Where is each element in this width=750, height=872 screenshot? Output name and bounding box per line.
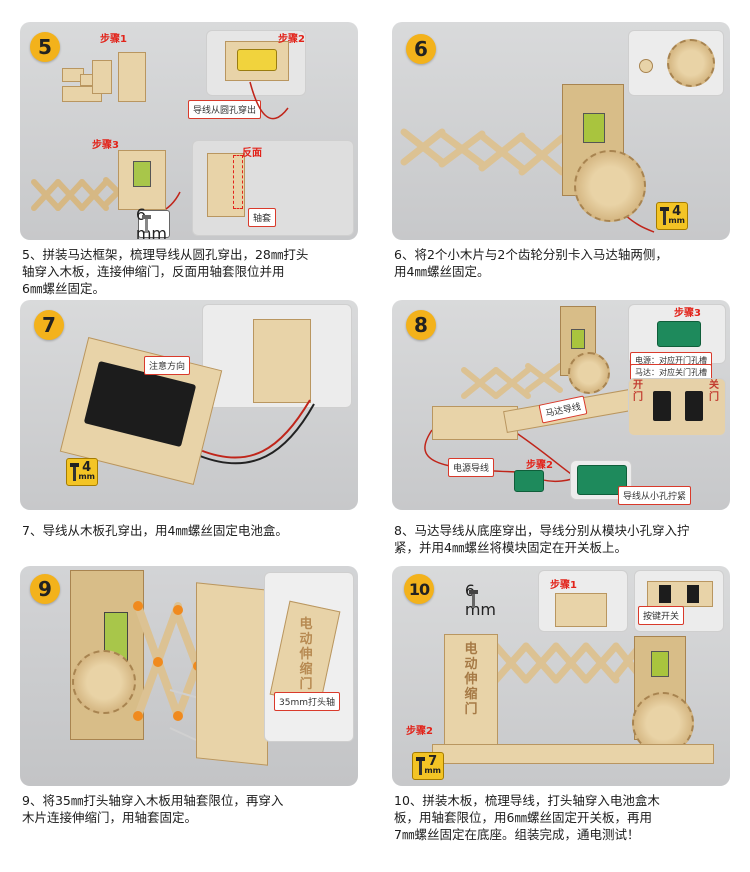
step7-direction-label: 注意方向 <box>144 356 191 375</box>
step7-board-inset <box>202 304 352 408</box>
step9-number-badge: 9 <box>30 574 60 604</box>
wood-part <box>118 52 146 102</box>
screw-icon <box>70 463 79 481</box>
step5-step1-label: 步骤1 <box>100 34 127 45</box>
step8-open-text: 开门 <box>633 380 643 403</box>
engraved-pillar <box>444 634 498 752</box>
motor-window <box>583 113 605 143</box>
step10-lattice <box>492 642 644 684</box>
gear-wheel <box>632 692 694 754</box>
step10-step1-label: 步骤1 <box>550 580 577 591</box>
board-part <box>253 319 311 403</box>
module-board <box>657 321 701 347</box>
step10-switch-label: 按键开关 <box>638 606 685 625</box>
switch-button <box>653 391 671 421</box>
motor-frame-front <box>118 150 166 210</box>
step7-wires <box>199 399 315 465</box>
gear-wheel <box>574 150 646 222</box>
step5-back-label: 反面 <box>242 148 262 159</box>
step9-board-inset: 电动伸缩门 <box>264 572 354 742</box>
step8-step2-label: 步骤2 <box>526 460 553 471</box>
step6-lattice <box>400 128 655 233</box>
step5-screw-value: 6 <box>135 205 147 224</box>
step8-panel: 8 马达导线 步骤3 电源：对应开门孔槽 马达：对应关门孔槽 开门 关门 电源导… <box>392 300 730 510</box>
step6-screw-unit: mm <box>668 216 685 225</box>
screw-icon <box>142 215 151 233</box>
step8-switch-inset <box>628 378 726 436</box>
step8-lattice <box>424 363 589 483</box>
step7-screw-unit: mm <box>78 472 95 481</box>
terminal-module <box>514 470 544 492</box>
step5-panel: 5 步骤1 步骤2 导线从圆孔穿出 步骤3 反面 轴套 <box>20 22 358 240</box>
step10-number-badge: 10 <box>404 574 434 604</box>
step6-screw-value: 4 <box>672 204 682 219</box>
step5-caption: 5、拼装马达框架，梳理导线从圆孔穿出，28㎜打头 轴穿入木板，连接伸缩门，反面用… <box>22 247 309 296</box>
gear-wheel <box>568 352 610 394</box>
step10-engraving: 电动伸缩门 <box>464 642 478 717</box>
motor-window <box>571 329 585 349</box>
screw-icon <box>469 590 478 608</box>
battery-board <box>555 593 607 627</box>
step10-bottom-screw-unit: mm <box>424 766 441 775</box>
gear-part <box>667 39 715 87</box>
base-platform <box>432 744 714 764</box>
step8-number-badge: 8 <box>406 310 436 340</box>
step7-number-badge: 7 <box>34 310 64 340</box>
step10-panel: 10 6mm 步骤1 按键开关 电动伸缩门 步骤2 7mm <box>392 566 730 786</box>
side-board <box>196 582 268 766</box>
screw-icon <box>660 207 669 225</box>
switch-board <box>647 581 713 607</box>
motor-window <box>133 161 151 187</box>
step10-step1-inset <box>538 570 628 632</box>
step10-top-screw-badge: 6mm <box>465 581 498 619</box>
step6-gear-inset <box>628 30 724 96</box>
small-disc <box>639 59 653 73</box>
motor-frame-back <box>207 153 245 217</box>
step5-sleeve-label: 轴套 <box>248 208 277 227</box>
step5-step2-inset <box>206 30 306 96</box>
wood-part <box>92 60 112 94</box>
step5-step2-label: 步骤2 <box>278 34 305 45</box>
motor <box>237 49 277 71</box>
step6-caption: 6、将2个小木片与2个齿轮分别卡入马达轴两侧， 用4㎜螺丝固定。 <box>394 247 668 279</box>
step7-screw-value: 4 <box>82 460 92 475</box>
screw-icon <box>416 757 425 775</box>
back-highlight <box>233 155 243 209</box>
switch-button <box>685 391 703 421</box>
switch-button <box>687 585 699 603</box>
step7-caption: 7、导线从木板孔穿出，用4㎜螺丝固定电池盒。 <box>22 523 288 538</box>
step5-screw-unit: mm <box>135 224 167 240</box>
step10-caption: 10、拼装木板，梳理导线，打头轴穿入电池盒木 板，用轴套限位，用6㎜螺丝固定开关… <box>394 793 660 842</box>
gear-wheel <box>72 650 136 714</box>
step5-step3-label: 步骤3 <box>92 140 119 151</box>
step8-step3-label: 步骤3 <box>674 308 701 319</box>
switch-button <box>659 585 671 603</box>
step8-caption: 8、马达导线从底座穿出，导线分别从模块小孔穿入拧 紧，并用4㎜螺丝将模块固定在开… <box>394 523 690 555</box>
step8-close-text: 关门 <box>709 380 719 403</box>
step8-small-hole-label: 导线从小孔拧紧 <box>618 486 692 505</box>
step10-bottom-screw-value: 7 <box>428 754 438 769</box>
step9-caption: 9、将35㎜打头轴穿入木板用轴套限位，再穿入 木片连接伸缩门，用轴套固定。 <box>22 793 284 825</box>
step8-power-wire-label: 电源导线 <box>448 458 495 477</box>
step9-shaft-label: 35mm打头轴 <box>274 692 340 711</box>
step10-step2-label: 步骤2 <box>406 726 433 737</box>
step9-panel: 9 电动伸缩门 35mm打头轴 <box>20 566 358 786</box>
step6-number-badge: 6 <box>406 34 436 64</box>
step5-number-badge: 5 <box>30 32 60 62</box>
motor-window <box>651 651 669 677</box>
step9-engraving: 电动伸缩门 <box>299 617 313 692</box>
